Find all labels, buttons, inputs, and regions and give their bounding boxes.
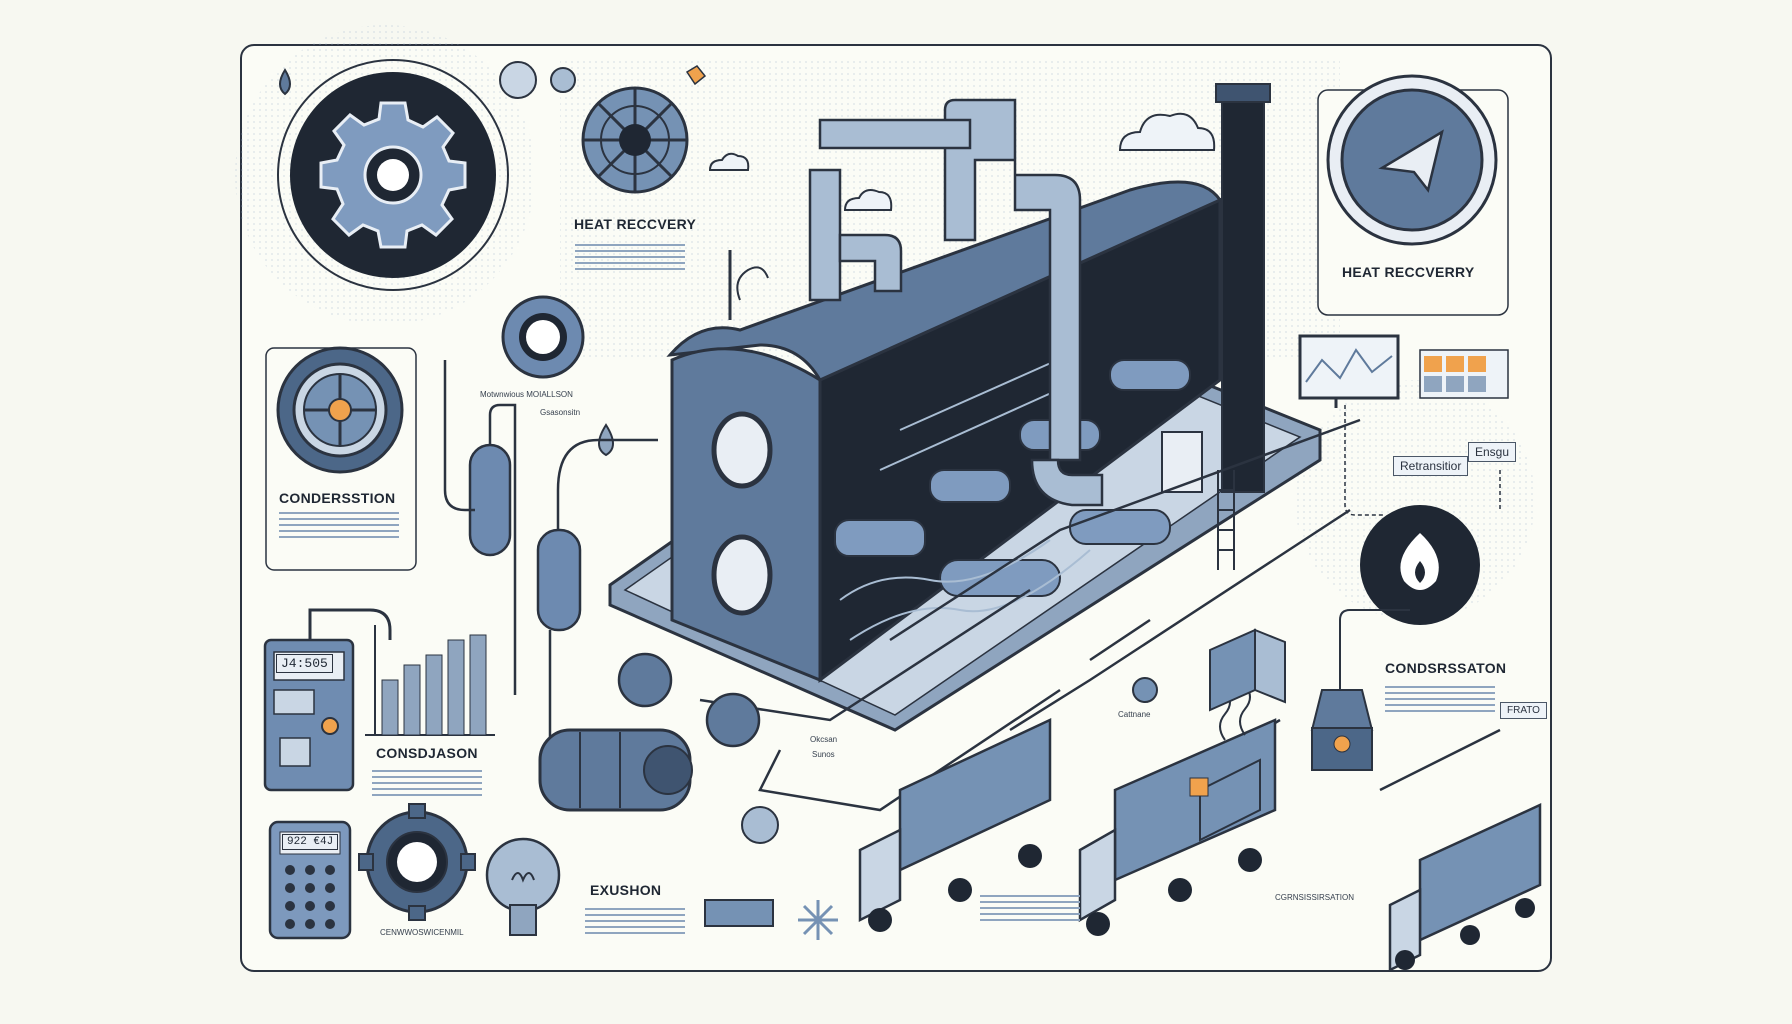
- label-condensation-left: CONDERSSTION: [279, 490, 396, 506]
- droplet-icon: [279, 68, 291, 96]
- generator-box-icon: [1209, 628, 1286, 712]
- label-heat-recovery-left: HEAT RECCVERY: [574, 216, 697, 232]
- label-small-top: Motwnwious MOIALLSON: [480, 390, 573, 399]
- label-consumption: CONSDJASON: [376, 745, 478, 761]
- label-small-bottom-left: CENWWOSWICENMIL: [380, 928, 464, 937]
- text-lines: [585, 908, 685, 934]
- gear-valve-icon: [276, 346, 404, 474]
- truck-icon-2: [1078, 718, 1277, 936]
- bar-chart-icon: [365, 625, 495, 736]
- tag-shape-icon: [685, 65, 707, 86]
- text-lines: [372, 770, 482, 796]
- label-exhaust: EXUSHON: [590, 882, 662, 898]
- pressure-tanks-icon: [443, 360, 658, 770]
- meter-display-top: J4:505: [276, 654, 333, 673]
- meter-display-bottom: 922 €4J: [282, 834, 339, 850]
- valve-wheel-icon: [581, 86, 689, 194]
- truck-icon: [858, 718, 1052, 932]
- gauge-paperplane-icon: [1326, 74, 1498, 246]
- label-small-bottom-right: CGRNSISSIRSATION: [1275, 893, 1354, 902]
- text-lines: [980, 895, 1080, 921]
- boiler-unit-illustration: [608, 83, 1322, 732]
- flame-icon: [1360, 505, 1480, 625]
- cloud-icon: [1118, 112, 1216, 151]
- grid-bubble-icon: [499, 61, 537, 99]
- label-small-mid: Cattnane: [1118, 710, 1151, 719]
- text-lines: [279, 512, 399, 538]
- sphere-icon: [617, 652, 673, 708]
- text-lines: [1385, 686, 1495, 712]
- tag-energy: Ensgu: [1468, 442, 1517, 462]
- small-gear-icon: [501, 295, 585, 379]
- light-bulb-icon: [485, 837, 561, 936]
- gear-bottom-icon: [358, 803, 476, 921]
- text-lines: [575, 244, 685, 270]
- truck-icon-3: [1388, 803, 1542, 973]
- label-heat-recovery-right: HEAT RECCVERRY: [1342, 264, 1475, 280]
- label-condensation-right: CONDSRSSATON: [1385, 660, 1507, 676]
- heat-exchanger-icon: [538, 728, 693, 812]
- label-small-mid3: Sunos: [812, 750, 835, 759]
- label-small-top2: Gsasonsitn: [540, 408, 581, 417]
- monitor-chart-icon: [1298, 334, 1400, 408]
- snowflake-icon: [798, 900, 838, 940]
- label-small-mid2: Okcsan: [810, 735, 838, 744]
- meter-device-icon: [263, 608, 392, 792]
- color-table-icon: [1419, 349, 1509, 399]
- smokestack-box-icon: [1189, 684, 1261, 842]
- fuel-tank-icon: [1310, 609, 1410, 771]
- big-gear-icon: [277, 59, 509, 291]
- tag-restoration: Retransitior: [1393, 456, 1469, 476]
- radiator-icon: [704, 899, 774, 927]
- tag-ratio: FRATO: [1500, 702, 1547, 719]
